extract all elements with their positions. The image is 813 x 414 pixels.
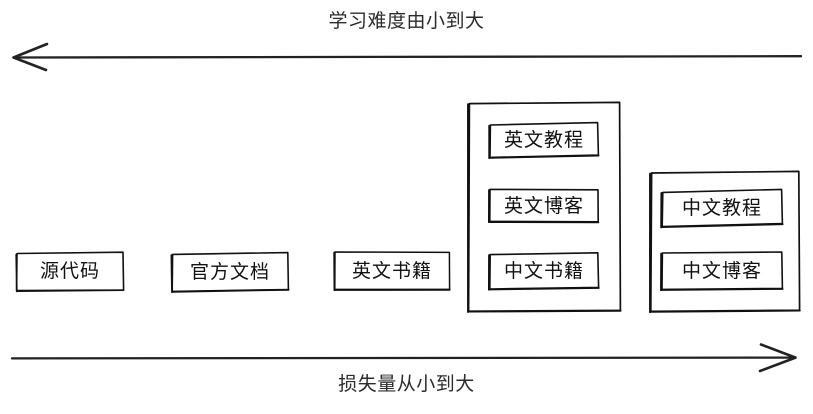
node-label: 官方文档 (189, 261, 270, 283)
node-english-blog[interactable]: 英文博客 (488, 188, 600, 224)
node-label: 中文书籍 (503, 260, 584, 282)
node-label: 英文书籍 (351, 260, 432, 282)
node-label: 中文教程 (681, 198, 762, 219)
node-source-code[interactable]: 源代码 (15, 251, 125, 293)
node-label: 源代码 (39, 261, 100, 282)
node-chinese-blog[interactable]: 中文博客 (660, 251, 784, 292)
arrow-left-icon (12, 42, 803, 72)
node-english-tutorial[interactable]: 英文教程 (488, 121, 600, 160)
node-chinese-tutorial[interactable]: 中文教程 (660, 188, 784, 229)
node-label: 中文博客 (681, 260, 762, 282)
node-label: 英文博客 (503, 195, 584, 217)
node-chinese-book[interactable]: 中文书籍 (488, 252, 600, 291)
top-axis-label: 学习难度由小到大 (328, 11, 485, 32)
bottom-axis-label: 损失量从小到大 (338, 374, 475, 395)
node-label: 英文教程 (503, 129, 584, 151)
node-official-docs[interactable]: 官方文档 (170, 251, 290, 294)
arrow-right-icon (10, 343, 797, 373)
node-english-book[interactable]: 英文书籍 (333, 251, 451, 292)
